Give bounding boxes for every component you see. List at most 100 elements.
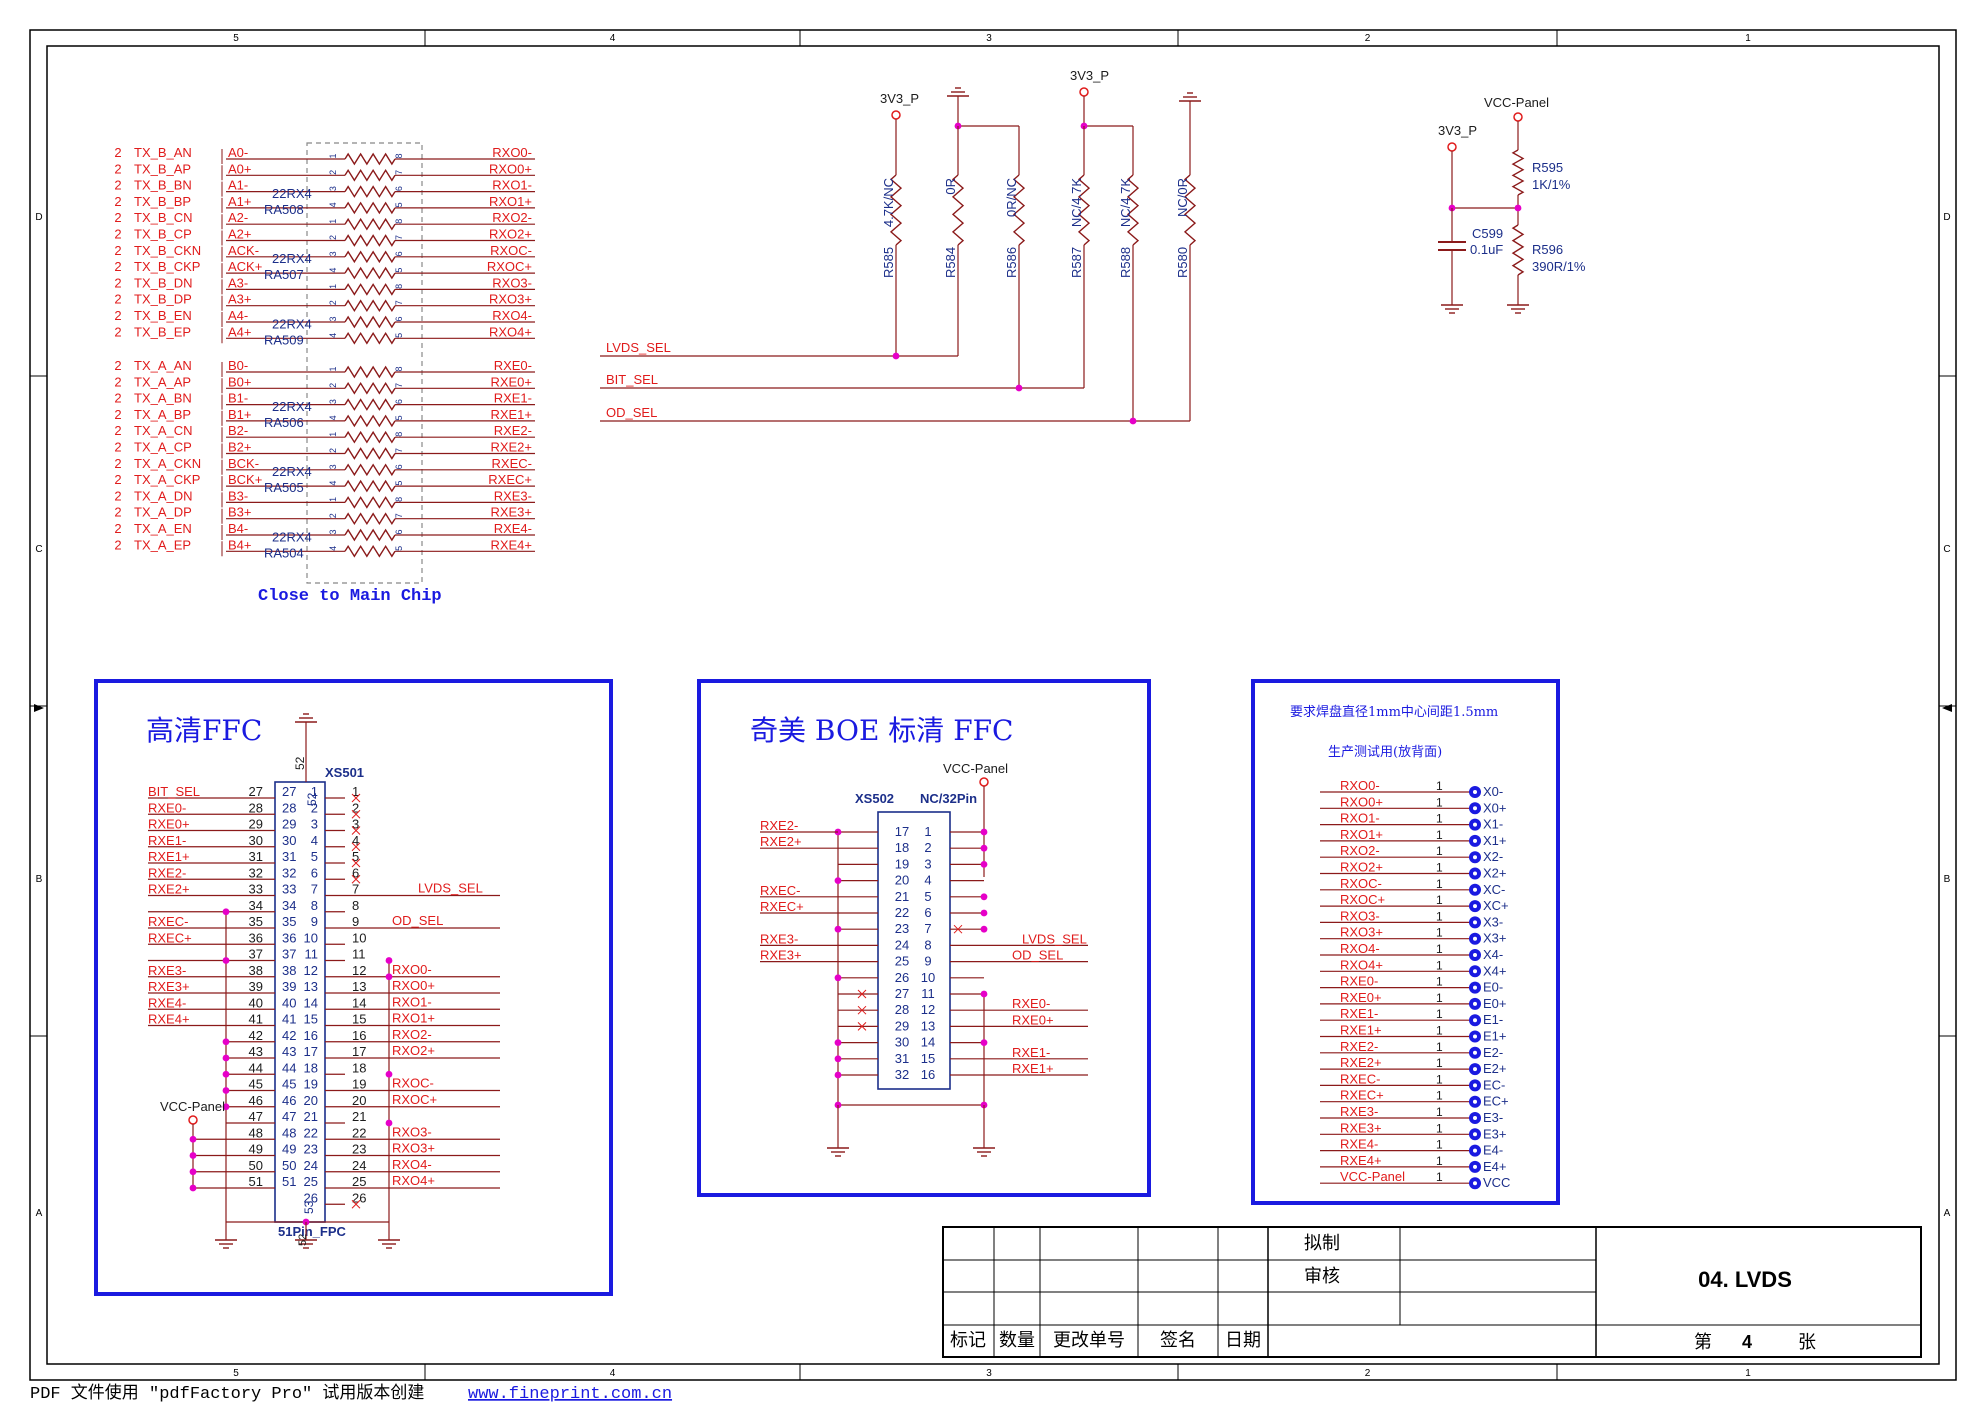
pad-label: E2+ <box>1483 1061 1507 1076</box>
net-label: RXE0- <box>1340 974 1378 989</box>
drawing-title: 04. LVDS <box>1698 1267 1792 1292</box>
pad-label: X3- <box>1483 914 1503 929</box>
center-arrow-icon <box>1942 704 1952 712</box>
center-arrow-icon <box>34 704 44 712</box>
pin-number: 41 <box>282 1012 296 1027</box>
zone-label-bottom: 3 <box>986 1368 992 1379</box>
pin-number: 51 <box>282 1174 296 1189</box>
junction-dot <box>834 1039 842 1046</box>
port-label: TX_A_BN <box>134 391 192 406</box>
capacitor-ref: C599 <box>1472 226 1503 241</box>
test-pad-hole <box>1473 1001 1477 1006</box>
pin-number: 11 <box>352 947 366 962</box>
port-label: TX_A_AP <box>134 374 191 389</box>
pin-number: 5 <box>394 333 404 338</box>
pin-number: 10 <box>921 970 935 985</box>
junction-dot <box>834 925 842 933</box>
net-label: RXE3- <box>1340 1104 1378 1119</box>
resistor-ref: R584 <box>943 247 958 278</box>
net-label: RXE3- <box>494 488 532 503</box>
pin-number: 8 <box>394 284 404 289</box>
sheet-ref: 2 <box>114 537 121 552</box>
pin-number: 5 <box>352 849 359 864</box>
resistor-value: 22RX4 <box>272 529 312 544</box>
no-connect-icon <box>953 924 963 934</box>
sheet-ref: 2 <box>114 275 121 290</box>
pin-number: 16 <box>921 1067 935 1082</box>
pin-number: 1 <box>1436 1105 1443 1119</box>
pin-number: 1 <box>311 784 318 799</box>
pin-number: 40 <box>282 995 296 1010</box>
pin-number: 1 <box>1436 1040 1443 1054</box>
pin-number: 17 <box>895 824 909 839</box>
test-pad-hole <box>1473 1132 1477 1137</box>
layout-note: 要求焊盘直径1mm中心间距1.5mm <box>1290 704 1498 720</box>
resistor-value: NC/4.7K <box>1118 178 1133 227</box>
port-label: TX_A_AN <box>134 358 192 373</box>
pin-number: 23 <box>304 1142 318 1157</box>
zone-label-bottom: 2 <box>1365 1368 1371 1379</box>
zone-label-right: B <box>1944 874 1951 885</box>
resistor-zigzag <box>344 365 396 379</box>
net-label: A4+ <box>228 324 252 339</box>
net-label: RXE0- <box>1012 996 1050 1011</box>
pin-number: 3 <box>328 529 338 534</box>
pin-number: 6 <box>394 464 404 469</box>
pin-number: 24 <box>352 1158 366 1173</box>
connector-ref: XS502 <box>855 791 894 806</box>
port-label: TX_B_DN <box>134 275 193 290</box>
pin-number: 1 <box>1436 909 1443 923</box>
pin-number: 6 <box>394 316 404 321</box>
pin-number: 50 <box>249 1158 263 1173</box>
junction-dot <box>189 1152 197 1159</box>
pin-number: 38 <box>249 963 263 978</box>
pin-number: 28 <box>282 800 296 815</box>
pad-label: X0- <box>1483 784 1503 799</box>
junction-dot <box>222 1038 230 1046</box>
pin-number: 29 <box>282 817 296 832</box>
pin-number: 4 <box>328 268 338 273</box>
pin-number: 22 <box>352 1125 366 1140</box>
pin-number: 14 <box>921 1035 935 1050</box>
pin-number: 7 <box>394 170 404 175</box>
pin-number: 5 <box>311 849 318 864</box>
resistor-zigzag <box>344 283 396 296</box>
net-label: A1+ <box>228 194 252 209</box>
sheet-ref: 2 <box>114 324 121 339</box>
pin-number: 14 <box>304 995 318 1010</box>
port-label: TX_B_BN <box>134 178 192 193</box>
resistor-zigzag <box>344 331 396 345</box>
pin-number: 4 <box>328 415 338 420</box>
net-label: RXO3- <box>1340 908 1380 923</box>
zone-label-right: D <box>1943 212 1950 223</box>
junction-dot <box>189 1168 197 1176</box>
pin-number: 1 <box>1436 861 1443 875</box>
pad-label: E1- <box>1483 1012 1503 1027</box>
power-label: 3V3_P <box>1438 123 1477 138</box>
pin-number: 1 <box>328 432 338 437</box>
junction-dot <box>892 352 900 360</box>
resistor-value: 22RX4 <box>272 251 312 266</box>
pin-number: 4 <box>328 333 338 338</box>
pin-number: 41 <box>249 1012 263 1027</box>
port-label: TX_B_CN <box>134 210 193 225</box>
resistor-zigzag <box>344 185 396 198</box>
sheet-ref: 2 <box>114 521 121 536</box>
port-label: TX_B_CP <box>134 227 192 242</box>
pin-number: 47 <box>282 1109 296 1124</box>
pin-number: 32 <box>249 865 263 880</box>
pin-number: 7 <box>394 300 404 305</box>
pin-number: 30 <box>249 833 263 848</box>
pin-number: 8 <box>394 432 404 437</box>
pin-number: 29 <box>249 817 263 832</box>
footer-link[interactable]: www.fineprint.com.cn <box>468 1385 672 1402</box>
power-label: VCC-Panel <box>1484 95 1549 110</box>
pin-number: 46 <box>282 1093 296 1108</box>
resistor-value: NC/0R <box>1175 178 1190 217</box>
pin-number: 8 <box>924 937 931 952</box>
pin-number: 30 <box>895 1035 909 1050</box>
port-label: TX_A_DP <box>134 505 192 520</box>
resistor-zigzag <box>344 414 396 428</box>
net-label: OD_SEL <box>1012 948 1063 963</box>
